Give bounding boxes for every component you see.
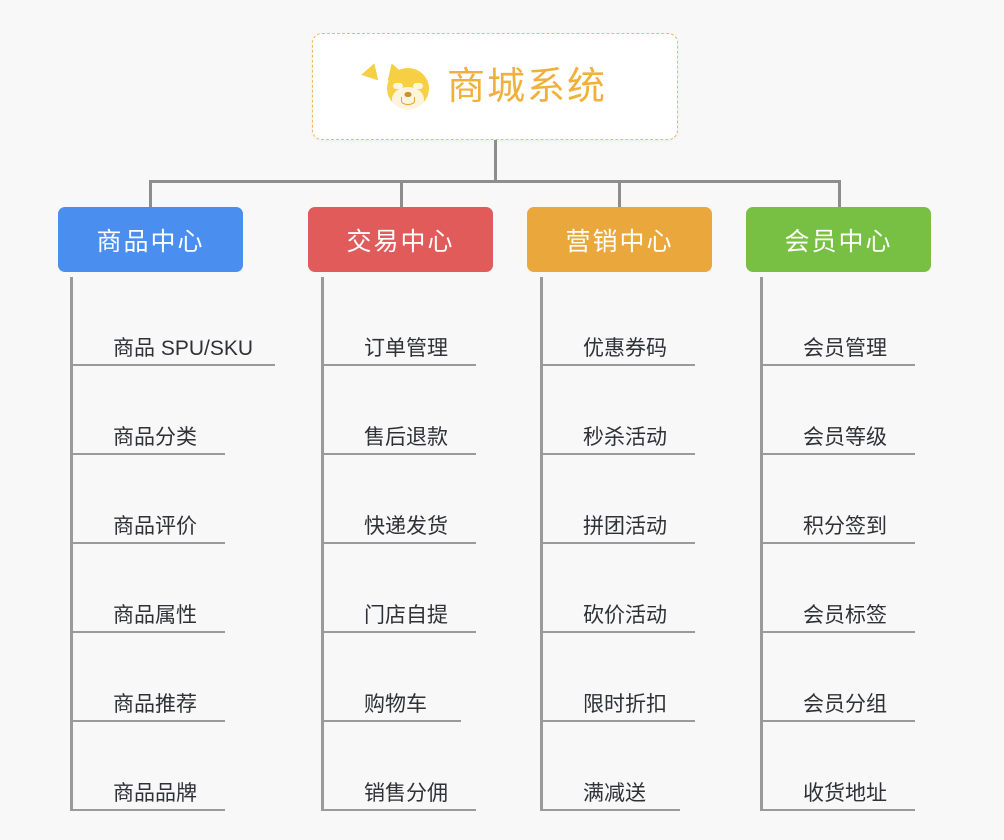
leaf-item[interactable]: 拼团活动 [540, 455, 695, 544]
connector-bus [149, 180, 841, 183]
leaf-column-3: 优惠券码秒杀活动拼团活动砍价活动限时折扣满减送 [540, 277, 695, 811]
leaf-item[interactable]: 会员管理 [760, 277, 915, 366]
leaf-item[interactable]: 收货地址 [760, 722, 915, 811]
leaf-item[interactable]: 商品 SPU/SKU [70, 277, 275, 366]
leaf-label: 会员管理 [803, 337, 887, 360]
leaf-label: 商品分类 [113, 426, 197, 449]
leaf-column-1: 商品 SPU/SKU 商品分类商品评价商品属性商品推荐商品品牌 [70, 277, 275, 811]
leaf-label: 满减送 [583, 782, 646, 805]
category-label: 商品中心 [96, 227, 205, 256]
leaf-label: 商品品牌 [113, 782, 197, 805]
leaf-label: 商品评价 [113, 515, 197, 538]
leaf-label: 会员等级 [803, 426, 887, 449]
leaf-label: 商品 SPU/SKU [113, 337, 254, 360]
leaf-item[interactable]: 商品品牌 [70, 722, 225, 811]
leaf-item[interactable]: 优惠券码 [540, 277, 695, 366]
leaf-item[interactable]: 会员标签 [760, 544, 915, 633]
root-title: 商城系统 [446, 65, 607, 108]
category-label: 营销中心 [565, 227, 674, 256]
leaf-item[interactable]: 销售分佣 [321, 722, 476, 811]
leaf-label: 秒杀活动 [583, 426, 667, 449]
leaf-item[interactable]: 门店自提 [321, 544, 476, 633]
connector-drop-2 [400, 180, 403, 208]
leaf-item[interactable]: 售后退款 [321, 366, 476, 455]
leaf-label: 快递发货 [364, 515, 448, 538]
leaf-item[interactable]: 满减送 [540, 722, 680, 811]
leaf-item[interactable]: 积分签到 [760, 455, 915, 544]
leaf-item[interactable]: 会员等级 [760, 366, 915, 455]
connector-drop-4 [838, 180, 841, 208]
shiba-dog-face-icon [361, 60, 433, 112]
leaf-item[interactable]: 商品分类 [70, 366, 225, 455]
category-label: 会员中心 [784, 227, 893, 256]
connector-drop-1 [149, 180, 152, 208]
leaf-label: 限时折扣 [583, 693, 667, 716]
leaf-label: 商品属性 [113, 604, 197, 627]
leaf-label: 售后退款 [364, 426, 448, 449]
leaf-item[interactable]: 商品属性 [70, 544, 225, 633]
leaf-label: 拼团活动 [583, 515, 667, 538]
root-node[interactable]: 商城系统 [312, 33, 678, 140]
category-box-4[interactable]: 会员中心 [746, 207, 931, 272]
leaf-item[interactable]: 订单管理 [321, 277, 476, 366]
leaf-label: 销售分佣 [364, 782, 448, 805]
leaf-item[interactable]: 商品推荐 [70, 633, 225, 722]
leaf-label: 门店自提 [364, 604, 448, 627]
leaf-item[interactable]: 快递发货 [321, 455, 476, 544]
leaf-item[interactable]: 购物车 [321, 633, 461, 722]
connector-stem [494, 140, 497, 182]
category-box-3[interactable]: 营销中心 [527, 207, 712, 272]
leaf-column-2: 订单管理售后退款快递发货门店自提购物车销售分佣 [321, 277, 476, 811]
leaf-label: 商品推荐 [113, 693, 197, 716]
leaf-item[interactable]: 砍价活动 [540, 544, 695, 633]
leaf-column-4: 会员管理会员等级积分签到会员标签会员分组收货地址 [760, 277, 915, 811]
leaf-label: 积分签到 [803, 515, 887, 538]
leaf-item[interactable]: 会员分组 [760, 633, 915, 722]
leaf-label: 购物车 [364, 693, 427, 716]
connector-drop-3 [618, 180, 621, 208]
category-box-2[interactable]: 交易中心 [308, 207, 493, 272]
leaf-label: 会员标签 [803, 604, 887, 627]
leaf-label: 收货地址 [803, 782, 887, 805]
leaf-item[interactable]: 商品评价 [70, 455, 225, 544]
category-label: 交易中心 [346, 227, 455, 256]
leaf-label: 优惠券码 [583, 337, 667, 360]
leaf-item[interactable]: 秒杀活动 [540, 366, 695, 455]
category-box-1[interactable]: 商品中心 [58, 207, 243, 272]
leaf-label: 订单管理 [364, 337, 448, 360]
leaf-label: 会员分组 [803, 693, 887, 716]
leaf-item[interactable]: 限时折扣 [540, 633, 695, 722]
leaf-label: 砍价活动 [583, 604, 667, 627]
